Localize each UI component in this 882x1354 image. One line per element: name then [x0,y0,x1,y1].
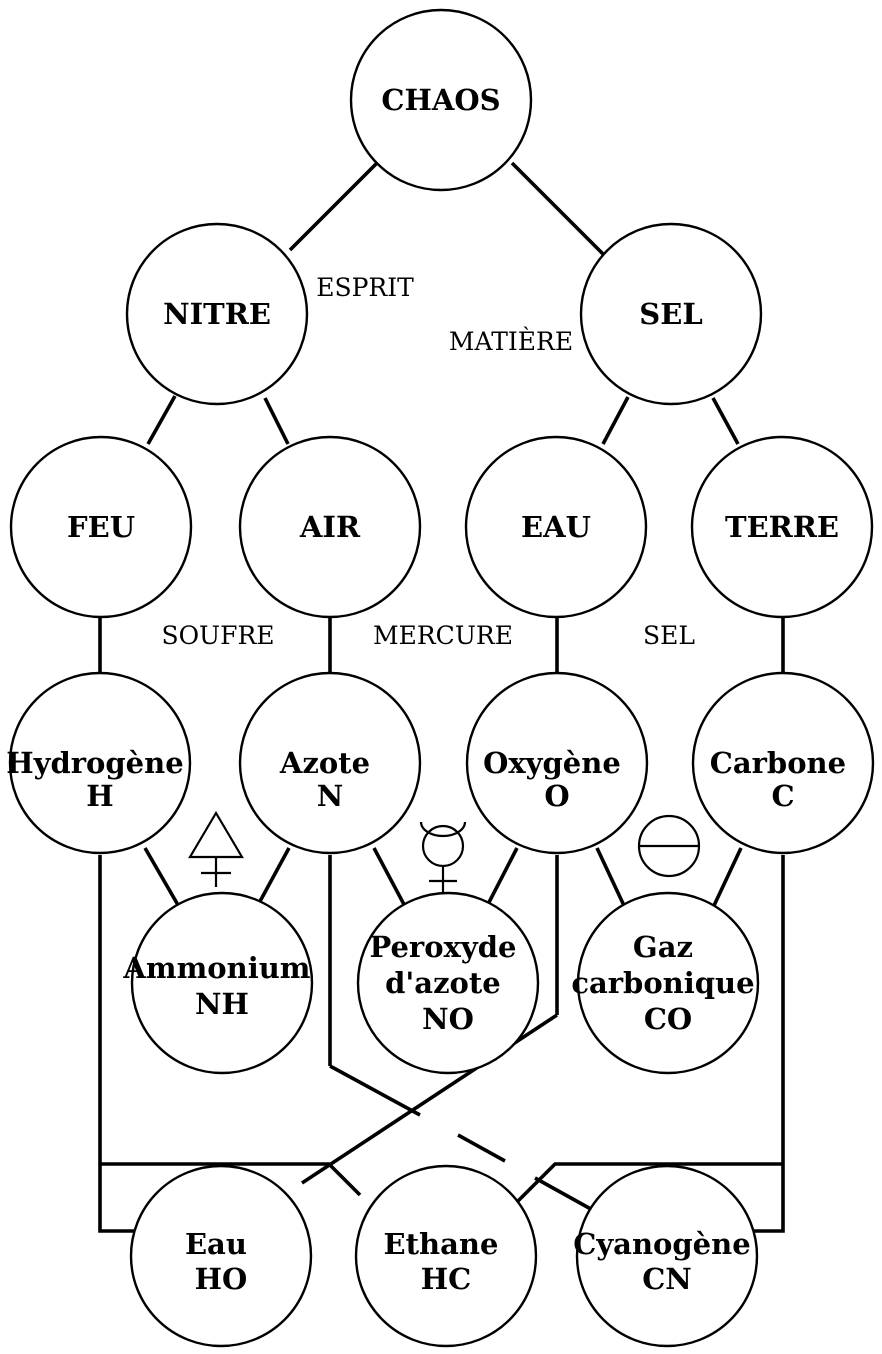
node-azote: Azote N [238,671,422,855]
edge-carbone-cyanogene [752,855,785,1233]
node-feu-circle [9,435,193,619]
node-peroxyde-label: Peroxyde d'azote NO [369,930,526,1036]
node-eau-ho: Eau HO [129,1164,313,1348]
connections [98,158,785,1233]
node-terre: TERRE [690,435,874,619]
node-gaz-circle [576,891,760,1075]
node-air-label: AIR [299,510,361,544]
node-terre-circle [690,435,874,619]
node-ethane-label: Ethane HC [383,1227,508,1296]
edge-hydrogene-eau [98,855,135,1233]
node-cyanogene-label: Cyanogène CN [573,1227,761,1296]
node-sel: SEL [579,222,763,406]
node-feu: FEU [9,435,193,619]
edge-azote-ammonium [256,847,291,906]
node-chaos-circle [349,8,533,192]
edge-azote-cyanogene-b [457,1133,506,1163]
node-sel-circle [579,222,763,406]
sulfur-symbol-icon [188,810,244,887]
node-nitre-circle [125,222,309,406]
node-sel-label: SEL [639,297,702,331]
node-hydrogene-label: Hydrogène H [6,746,194,813]
node-ammonium-circle [130,891,314,1075]
sulfur-triangle [188,810,244,859]
node-hydrogene-circle [8,671,192,855]
edge-sel-terre [711,397,740,445]
node-nitre-label: NITRE [163,297,271,331]
annotation-mercure: MERCURE [373,621,513,650]
node-nitre: NITRE [125,222,309,406]
edge-chaos-nitre [288,158,382,252]
node-eau-label: EAU [521,510,591,544]
node-gaz: Gaz carbonique CO [571,891,764,1075]
node-peroxyde: Peroxyde d'azote NO [356,891,540,1075]
mercury-symbol-icon [419,821,467,894]
node-carbone-label: Carbone C [710,746,856,813]
node-cyanogene-circle [575,1164,759,1348]
edge-azote-peroxyde [372,847,410,913]
node-carbone-circle [691,671,875,855]
node-chaos-label: CHAOS [381,83,500,117]
annotation-soufre: SOUFRE [161,621,274,650]
mercury-horns [419,821,467,838]
node-azote-circle [238,671,422,855]
edge-carbone-ethane [503,1162,783,1216]
node-eau: EAU [464,435,648,619]
edge-sel-eau [601,396,630,445]
node-ammonium-label: Ammonium NH [122,951,320,1021]
edge-nitre-air [263,397,290,445]
annotation-matiere: MATIÈRE [449,327,573,356]
node-chaos: CHAOS [349,8,533,192]
node-hydrogene: Hydrogène H [6,671,194,855]
edge-azote-cyanogene-c [534,1176,599,1215]
node-feu-label: FEU [67,510,135,544]
annotation-sel: SEL [643,621,695,650]
salt-symbol-icon [637,814,701,878]
annotation-esprit: ESPRIT [316,273,414,302]
edge-carbone-gaz [709,847,743,913]
node-eau-ho-label: Eau HO [185,1227,257,1296]
node-gaz-label: Gaz carbonique CO [571,930,764,1036]
node-ethane: Ethane HC [354,1164,538,1348]
mercury-circle [421,824,465,868]
node-oxygene: Oxygène O [465,671,649,855]
node-eau-circle [464,435,648,619]
node-carbone: Carbone C [691,671,875,855]
node-ammonium: Ammonium NH [122,891,320,1075]
edge-nitre-feu [146,395,177,445]
edge-oxygene-peroxyde [482,847,519,913]
node-oxygene-label: Oxygène O [483,746,631,813]
node-terre-label: TERRE [725,510,839,544]
edge-hydrogene-ammonium [143,847,180,906]
node-air-circle [238,435,422,619]
node-eau-ho-circle [129,1164,313,1348]
node-cyanogene: Cyanogène CN [573,1164,761,1348]
node-azote-label: Azote N [279,746,380,813]
node-ethane-circle [354,1164,538,1348]
edge-chaos-sel [510,161,605,256]
node-air: AIR [238,435,422,619]
edge-azote-cyanogene-a [329,1064,421,1117]
edge-hydrogene-ethane [100,1162,362,1197]
edge-oxygene-gaz [595,847,629,913]
node-oxygene-circle [465,671,649,855]
node-peroxyde-circle [356,891,540,1075]
